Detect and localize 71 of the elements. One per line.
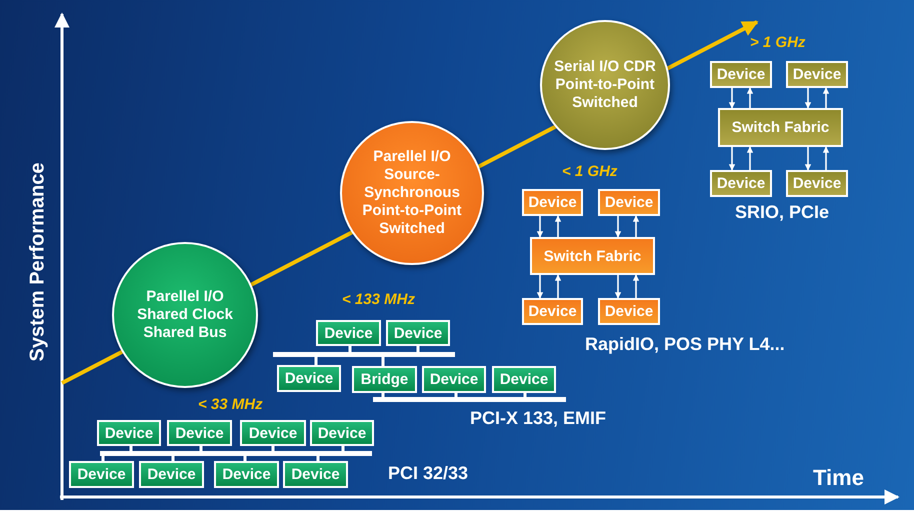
- bus-stub-line: [272, 446, 274, 451]
- arrow: [804, 147, 812, 171]
- device-box: Device: [283, 461, 348, 488]
- device-box: Device: [167, 420, 232, 446]
- arrow: [728, 147, 736, 171]
- frequency-label: < 1 GHz: [562, 163, 618, 180]
- standard-label: RapidIO, POS PHY L4...: [585, 334, 785, 355]
- device-box: Bridge: [352, 366, 417, 393]
- arrow: [614, 275, 622, 299]
- device-box: Device: [492, 366, 556, 393]
- bus-stub-line: [382, 393, 384, 397]
- device-box: Device: [139, 461, 204, 488]
- device-box: Device: [310, 420, 374, 446]
- standard-label: PCI-X 133, EMIF: [470, 408, 606, 429]
- device-box: Device: [214, 461, 279, 488]
- device-box: Device: [240, 420, 306, 446]
- frequency-label: < 33 MHz: [198, 396, 263, 413]
- arrow: [746, 146, 754, 170]
- device-box: Device: [522, 189, 583, 216]
- device-box: Device: [710, 170, 772, 197]
- device-box: Device: [598, 298, 660, 325]
- bus-stub-line: [342, 446, 344, 451]
- arrow: [728, 88, 736, 109]
- axis-title: Time: [813, 465, 864, 491]
- device-box: Device: [69, 461, 134, 488]
- arrow: [536, 275, 544, 299]
- device-box: Device: [277, 365, 341, 392]
- axis-title: System Performance: [26, 162, 50, 362]
- device-box: Device: [522, 298, 583, 325]
- frequency-label: < 133 MHz: [342, 291, 415, 308]
- standard-label: SRIO, PCIe: [735, 202, 830, 223]
- bus-stub-line: [200, 446, 202, 451]
- bus-stub-line: [348, 346, 352, 352]
- arrow: [554, 215, 562, 237]
- bus-stub-line: [524, 393, 526, 397]
- arrow: [822, 87, 830, 108]
- device-box: Device: [710, 61, 772, 88]
- device-box: Switch Fabric: [718, 108, 843, 147]
- device-box: Device: [786, 170, 848, 197]
- arrow: [614, 216, 622, 238]
- bus-stub-line: [382, 357, 384, 366]
- arrow: [536, 216, 544, 238]
- arrow: [804, 88, 812, 109]
- device-box: Device: [786, 61, 848, 88]
- bus-stub-line: [172, 456, 174, 461]
- device-box: Device: [97, 420, 161, 446]
- bus-stub-line: [130, 446, 132, 451]
- bus-bar: [273, 352, 455, 357]
- standard-label: PCI 32/33: [388, 463, 468, 484]
- arrow: [554, 274, 562, 298]
- device-box: Device: [386, 320, 450, 346]
- bus-stub-line: [316, 456, 320, 461]
- bus-stub-line: [416, 346, 420, 352]
- arrow: [822, 146, 830, 170]
- device-box: Device: [598, 189, 660, 216]
- arrow: [632, 215, 640, 237]
- process-circle: Parellel I/O Shared Clock Shared Bus: [112, 242, 258, 388]
- device-box: Switch Fabric: [530, 237, 655, 275]
- arrow: [746, 87, 754, 108]
- bus-stub-line: [454, 393, 458, 397]
- process-circle: Serial I/O CDR Point-to-Point Switched: [540, 20, 670, 150]
- bus-stub-line: [314, 357, 318, 365]
- process-circle: Parellel I/O Source-Synchronous Point-to-Point Switched: [340, 121, 484, 265]
- device-box: Device: [316, 320, 381, 346]
- bus-stub-line: [102, 456, 104, 461]
- bus-bar: [100, 451, 372, 456]
- arrow: [632, 274, 640, 298]
- device-box: Device: [422, 366, 486, 393]
- bus-stub-line: [244, 456, 246, 461]
- bus-bar: [373, 397, 566, 402]
- frequency-label: > 1 GHz: [750, 34, 806, 51]
